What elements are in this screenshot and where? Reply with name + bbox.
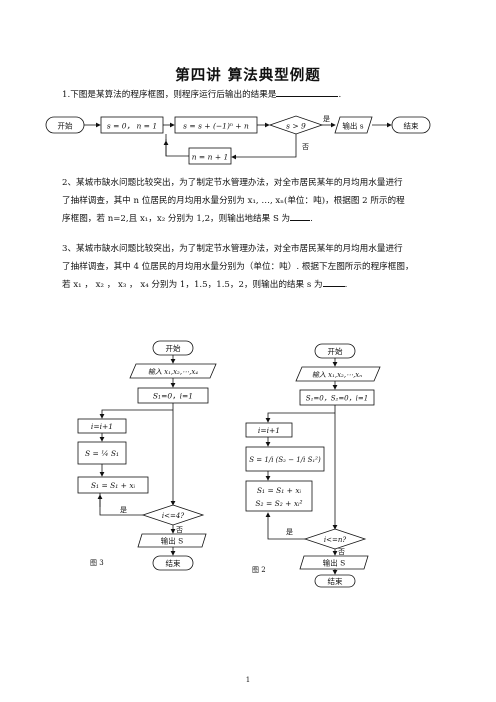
fig2-accum-box [245,480,313,512]
question-1: 1.下图是某算法的程序框图，则程序运行后输出的结果是. [62,86,452,104]
fig2-incr-label: i=i+1 [258,426,280,435]
page-number: 1 [245,676,251,684]
fig2-start-label: 开始 [328,346,343,356]
fig2-end-terminal [314,574,356,588]
fig3-yes-label: 是 [120,506,127,514]
fig3-calc-label: S = ¼ S₁ [85,449,119,458]
question-2: 2、某城市缺水问题比较突出，为了制定节水管理办法，对全市居民某年的月均用水量进行… [62,174,452,228]
fig2-input-label: 输入 x₁,x₂,⋯,xₙ [312,371,362,379]
fig2-accum1-label: S₁ = S₁ + xᵢ [257,486,302,495]
flow1-output-label: 输出 s [342,121,363,131]
question-2-line-2: 了抽样调查，其中 n 位居民的月均用水量分别为 x₁, …, xₙ(单位：吨)，… [62,196,405,206]
fig2-incr-box [245,422,293,438]
fig3-no-label: 否 [176,526,183,534]
question-2-line-3: 序框图，若 n=2,且 x₁，x₂ 分别为 1,2，则输出地结果 S 为. [62,210,452,228]
fig2-init-label: S₁=0，S₂=0，i=1 [306,395,368,403]
fig2-no-label: 否 [338,548,345,556]
fig3-output [137,533,207,548]
fig2-calc-box [245,446,325,472]
page-title: 第四讲 算法典型例题 [175,67,321,84]
fig2-yes-label: 是 [286,528,293,536]
question-2-line-1: 2、某城市缺水问题比较突出，为了制定节水管理办法，对全市居民某年的月均用水量进行 [62,178,403,188]
fig3-input [129,363,217,379]
fig2-input [295,366,381,382]
flowchart-1: 开始 s = 0， n = 1 s = s + (−1)ⁿ + n s > 9 … [45,115,431,165]
answer-blank-3 [322,277,345,287]
fig3-input-label: 输入 x₁,x₂,⋯,x₄ [148,368,198,376]
fig3-accum-label: S₁ = S₁ + xᵢ [91,481,136,490]
question-1-text: 1.下图是某算法的程序框图，则程序运行后输出的结果是 [62,90,277,100]
fig2-calc-label: S = 1/i (S₂ − 1/i S₁²) [249,456,321,464]
fig3-accum-box [77,476,149,494]
fig2-end-label: 结束 [328,576,343,586]
fig3-incr-label: i=i+1 [91,422,113,431]
question-3-line-2: 了抽样调查，其中 4 位居民的月均用水量分别为（单位：吨）. 根据下左图所示的程… [62,262,414,272]
fig3-start-label: 开始 [166,343,181,353]
answer-blank-1 [276,87,339,97]
fig3-cond-label: i<=4? [162,512,184,520]
answer-blank-2 [290,211,311,221]
fig3-caption: 图 3 [90,559,104,567]
fig2-init-box [299,389,375,406]
question-3: 3、某城市缺水问题比较突出，为了制定节水管理办法，对全市居民某年的月均用水量进行… [62,240,452,294]
flow1-init-label: s = 0， n = 1 [107,122,157,131]
fig2-output [299,555,369,570]
fig3-end-label: 结束 [166,558,181,568]
flow1-start-label: 开始 [58,121,73,131]
flow1-incr-label: n = n + 1 [192,153,229,162]
flow1-end-terminal [391,116,431,134]
question-3-line-3: 若 x₁ ， x₂ ， x₃ ， x₄ 分别为 1，1.5，1.5，2，则输出的… [62,276,452,294]
flow1-yes-label: 是 [323,115,330,123]
question-3-line-1: 3、某城市缺水问题比较突出，为了制定节水管理办法，对全市居民某年的月均用水量进行 [62,244,403,254]
fig3-output-label: 输出 S [161,536,184,546]
fig3-end-terminal [152,555,194,571]
fig3-init-label: S₁=0，i=1 [153,392,193,401]
flow1-end-label: 结束 [404,121,419,131]
flowchart-fig2: 开始 输入 x₁,x₂,⋯,xₙ S₁=0，S₂=0，i=1 i=i+1 S =… [245,343,381,588]
fig2-cond-label: i<=n? [324,536,346,544]
fig2-output-label: 输出 S [323,558,346,568]
question-1-end: . [338,90,342,100]
fig2-caption: 图 2 [252,566,266,574]
flow1-output [334,116,373,134]
flow1-no-label: 否 [302,143,309,151]
fig2-accum2-label: S₂ = S₂ + xᵢ² [255,499,302,508]
flowchart-fig3: 开始 输入 x₁,x₂,⋯,x₄ S₁=0，i=1 i=i+1 S = ¼ S₁… [77,340,217,571]
flow1-cond-label: s > 9 [286,122,306,131]
flow1-update-label: s = s + (−1)ⁿ + n [183,122,249,131]
